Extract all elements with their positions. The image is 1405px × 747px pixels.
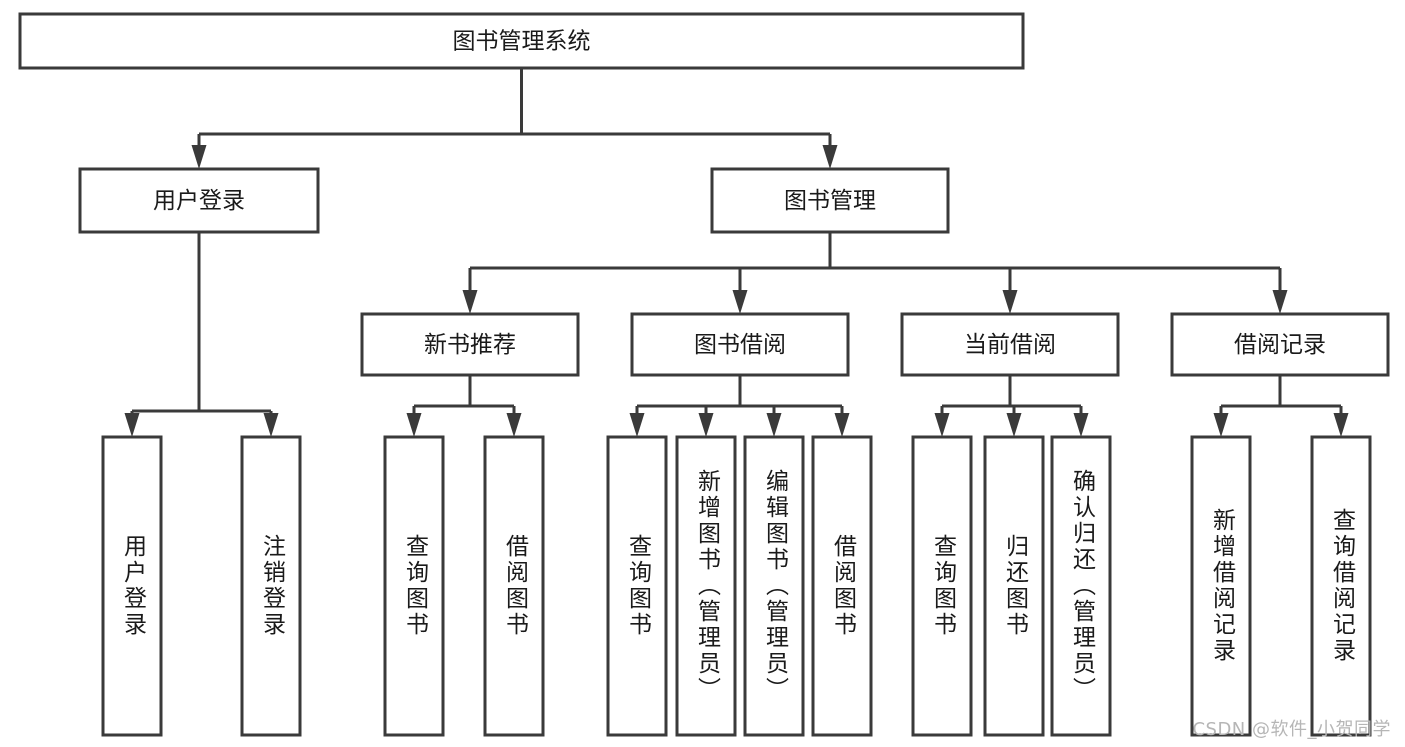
arrow-head-root-0 <box>191 145 207 169</box>
arrow-head-newbook-0 <box>406 413 422 437</box>
node-box-leaf_records_2[interactable] <box>1310 435 1372 737</box>
node-box-layer <box>18 12 1390 737</box>
node-box-leaf_login_2[interactable] <box>240 435 302 737</box>
arrow-head-login-0 <box>124 413 140 437</box>
arrow-head-bookmgmt-0 <box>462 290 478 314</box>
node-label-bookmgmt: 图书管理 <box>784 188 876 214</box>
node-label-root: 图书管理系统 <box>453 29 591 55</box>
arrow-head-bookmgmt-2 <box>1002 290 1018 314</box>
arrow-head-login-1 <box>263 413 279 437</box>
node-label-borrow: 图书借阅 <box>694 332 786 358</box>
node-label-current: 当前借阅 <box>964 332 1056 358</box>
node-box-leaf_newbook_2[interactable] <box>483 435 545 737</box>
arrow-head-current-1 <box>1006 413 1022 437</box>
node-label-records: 借阅记录 <box>1234 332 1326 358</box>
node-box-current[interactable] <box>900 312 1120 377</box>
node-box-leaf_borrow_2[interactable] <box>675 435 737 737</box>
node-box-records[interactable] <box>1170 312 1390 377</box>
arrow-head-borrow-1 <box>698 413 714 437</box>
node-box-leaf_borrow_3[interactable] <box>743 435 805 737</box>
arrow-head-records-1 <box>1333 413 1349 437</box>
arrow-head-current-0 <box>934 413 950 437</box>
arrow-head-borrow-2 <box>766 413 782 437</box>
arrow-head-newbook-1 <box>506 413 522 437</box>
node-box-leaf_borrow_1[interactable] <box>606 435 668 737</box>
arrow-head-bookmgmt-1 <box>732 290 748 314</box>
node-label-newbook: 新书推荐 <box>424 332 516 358</box>
node-box-root[interactable] <box>18 12 1025 70</box>
node-box-leaf_newbook_1[interactable] <box>383 435 445 737</box>
node-box-leaf_login_1[interactable] <box>101 435 163 737</box>
node-box-leaf_current_3[interactable] <box>1050 435 1112 737</box>
connector-layer <box>124 68 1349 437</box>
node-box-leaf_records_1[interactable] <box>1190 435 1252 737</box>
arrow-head-root-1 <box>822 145 838 169</box>
arrow-head-bookmgmt-3 <box>1272 290 1288 314</box>
arrow-head-borrow-3 <box>834 413 850 437</box>
node-box-login[interactable] <box>78 167 320 234</box>
arrow-head-records-0 <box>1213 413 1229 437</box>
node-box-leaf_borrow_4[interactable] <box>811 435 873 737</box>
node-box-leaf_current_1[interactable] <box>911 435 973 737</box>
node-box-newbook[interactable] <box>360 312 580 377</box>
arrow-head-borrow-0 <box>629 413 645 437</box>
node-box-leaf_current_2[interactable] <box>983 435 1045 737</box>
node-box-borrow[interactable] <box>630 312 850 377</box>
node-label-login: 用户登录 <box>153 188 245 214</box>
watermark: CSDN @软件_小贺同学 <box>1192 719 1391 740</box>
arrow-head-current-2 <box>1073 413 1089 437</box>
node-box-bookmgmt[interactable] <box>710 167 950 234</box>
